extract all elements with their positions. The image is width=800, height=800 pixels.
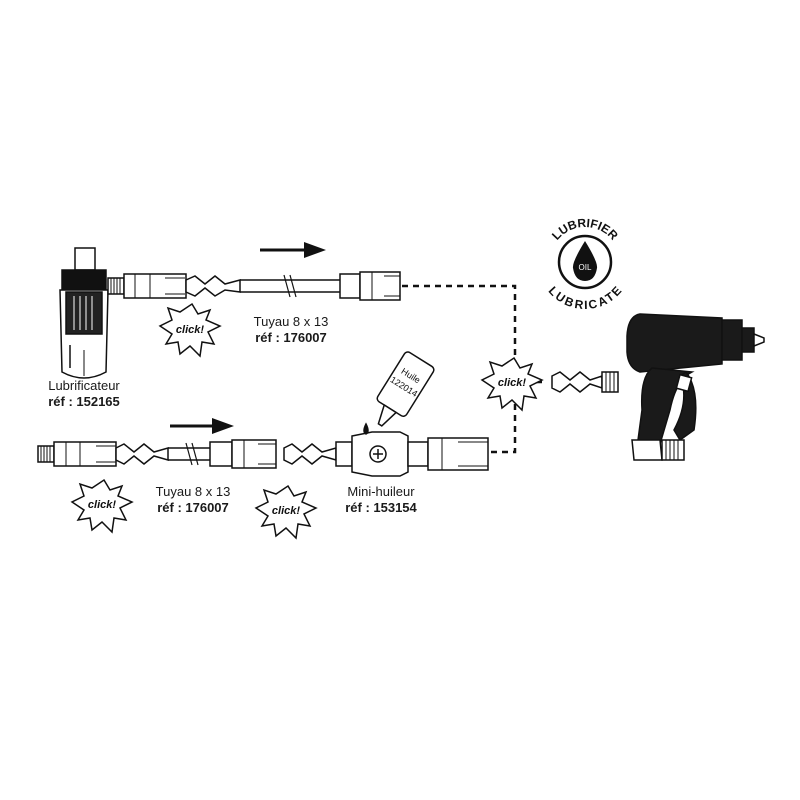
hose-top-name: Tuyau 8 x 13 xyxy=(253,314,329,329)
hose-top-ref: réf : 176007 xyxy=(255,330,327,345)
bottom-hose-assembly xyxy=(37,439,337,469)
hose-bottom-name: Tuyau 8 x 13 xyxy=(155,484,231,499)
flow-arrow-icon xyxy=(170,418,234,434)
mini-oiler-ref: réf : 153154 xyxy=(345,500,417,515)
click-burst-icon xyxy=(480,356,544,412)
tool-plug xyxy=(551,371,619,393)
top-hose-assembly xyxy=(107,271,401,301)
mini-oiler-label: Mini-huileur réf : 153154 xyxy=(326,484,436,516)
lubricate-badge: OIL LUBRIFIER LUBRICATE xyxy=(546,216,625,312)
svg-text:click!: click! xyxy=(272,505,300,517)
svg-text:click!: click! xyxy=(88,499,116,511)
click-burst-icon xyxy=(158,302,222,358)
hose-top-label: Tuyau 8 x 13 réf : 176007 xyxy=(236,314,346,346)
lubrifier-ref: réf : 152165 xyxy=(48,394,120,409)
click-burst-icon xyxy=(70,478,134,534)
flow-arrow-icon xyxy=(260,242,326,258)
svg-text:click!: click! xyxy=(176,324,204,336)
lubrifier-label: Lubrificateur réf : 152165 xyxy=(34,378,134,410)
lubrifier-name: Lubrificateur xyxy=(48,378,120,393)
svg-text:click!: click! xyxy=(498,377,526,389)
click-burst-4: click! xyxy=(254,484,318,540)
hose-bottom-label: Tuyau 8 x 13 réf : 176007 xyxy=(138,484,248,516)
click-burst-3: click! xyxy=(70,478,134,534)
oil-bottle-icon: Huile 122014 xyxy=(363,351,435,435)
mini-oiler-name: Mini-huileur xyxy=(347,484,415,499)
oil-drop-label: OIL xyxy=(579,263,592,272)
lubrifier-unit xyxy=(59,247,109,379)
mini-oiler-unit xyxy=(335,431,489,477)
click-burst-2: click! xyxy=(480,356,544,412)
click-burst-1: click! xyxy=(158,302,222,358)
oil-drop-icon xyxy=(572,241,598,281)
impact-wrench-icon xyxy=(626,313,765,461)
hose-bottom-ref: réf : 176007 xyxy=(157,500,229,515)
click-burst-icon xyxy=(254,484,318,540)
